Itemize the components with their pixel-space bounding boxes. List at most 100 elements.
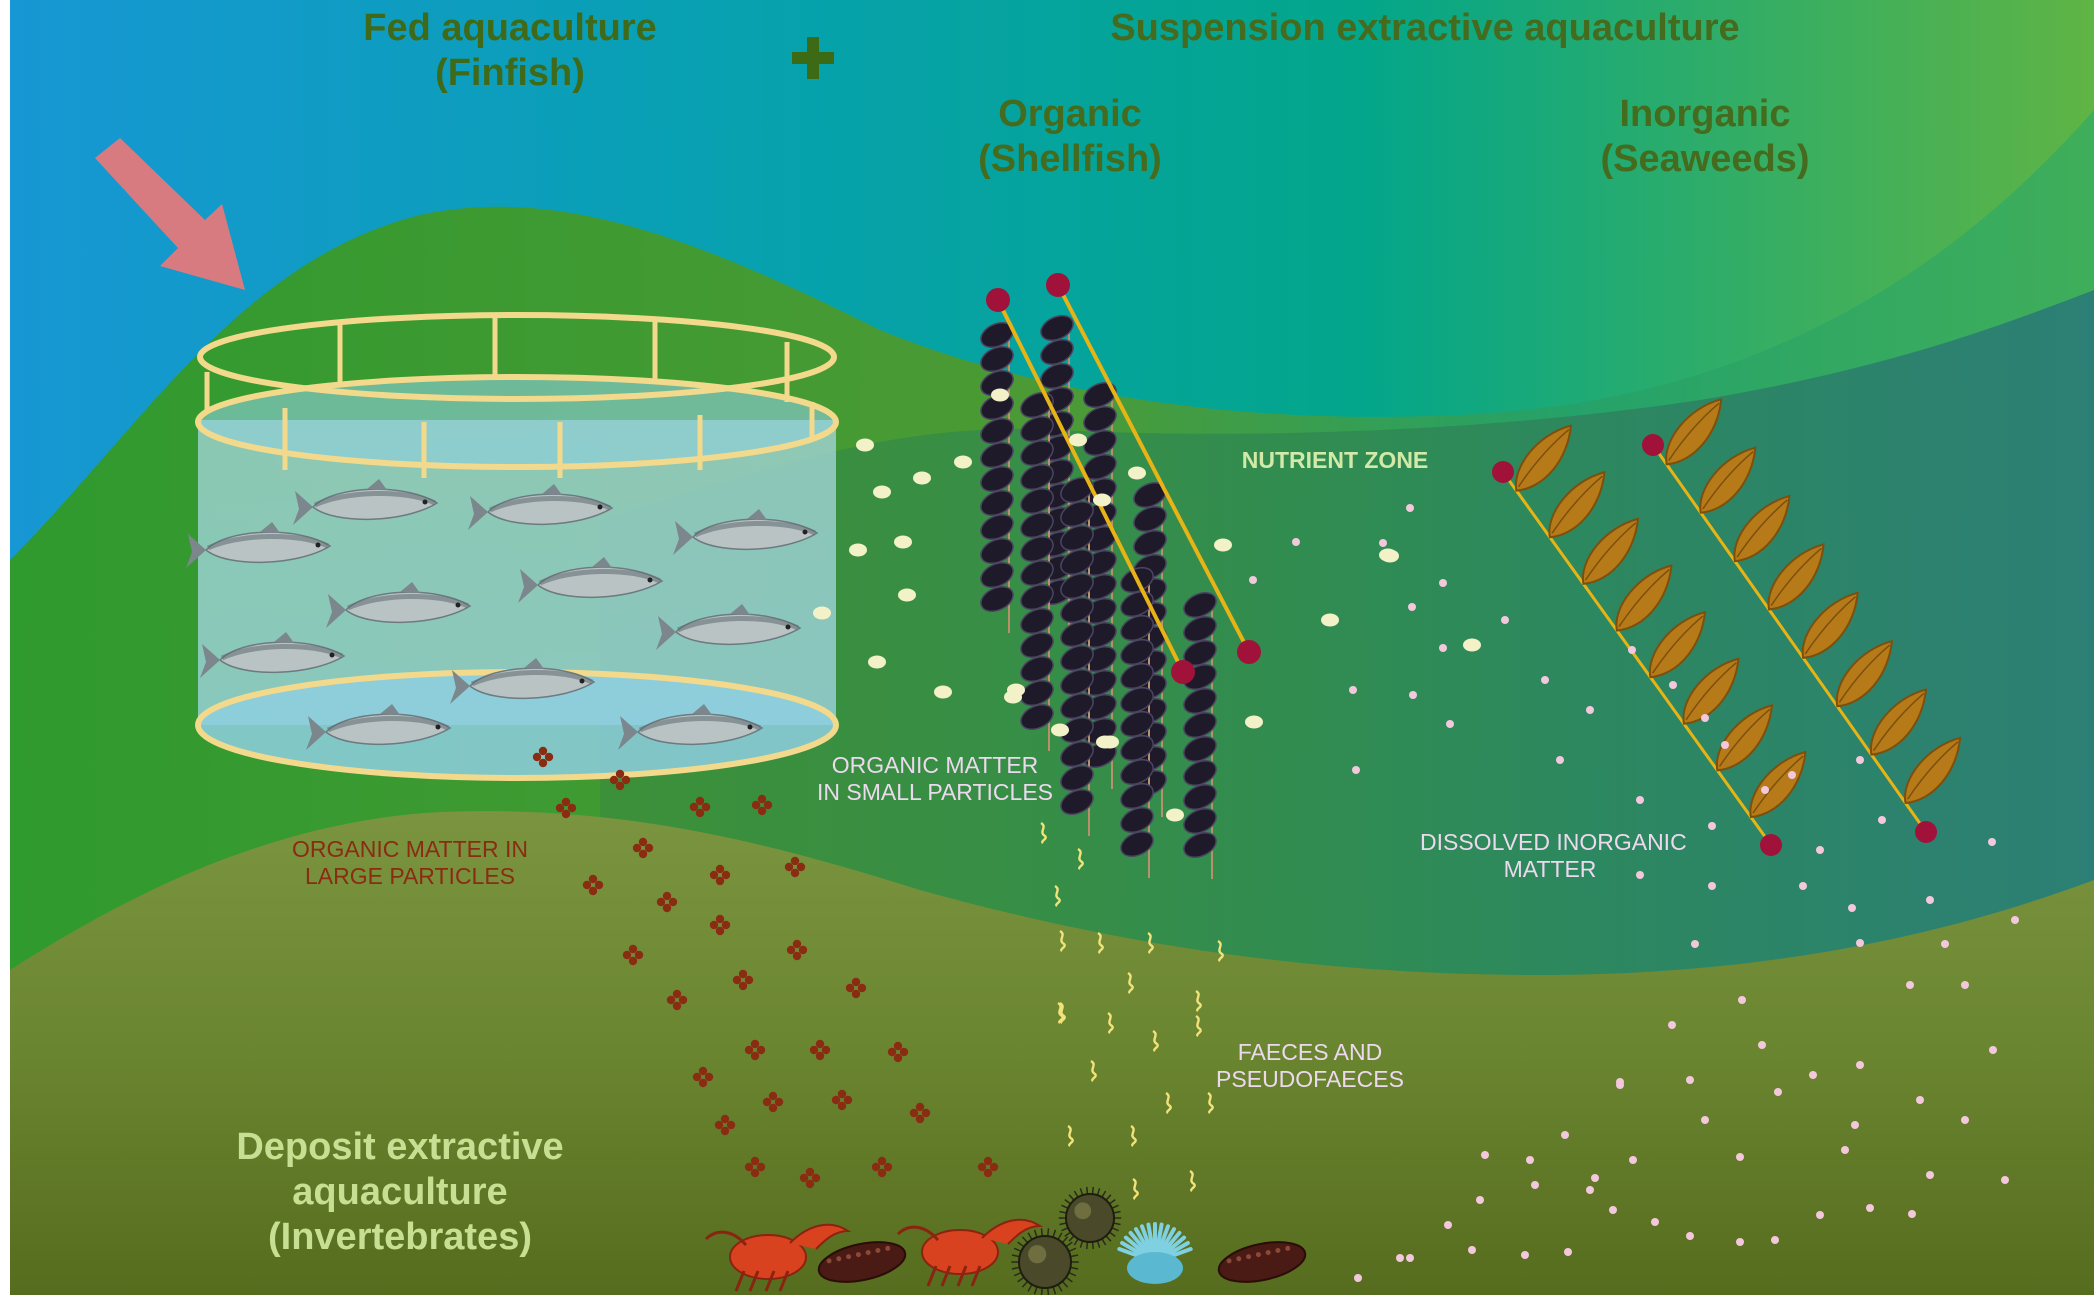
- dissolved-particle: [1408, 603, 1416, 611]
- dissolved-inorganic-label: DISSOLVED INORGANIC MATTER: [1420, 829, 1687, 883]
- mussel: [1060, 740, 1094, 768]
- sea-cucumber: [1217, 1241, 1307, 1283]
- mussel: [1020, 631, 1054, 659]
- mussel: [1020, 511, 1054, 539]
- large-particle: [784, 856, 806, 878]
- dissolved-particle: [1816, 1211, 1824, 1219]
- mussel: [1020, 463, 1054, 491]
- salmon: [656, 604, 802, 650]
- mussel: [1183, 615, 1217, 643]
- dissolved-particle: [1941, 940, 1949, 948]
- small-particle: [1245, 715, 1263, 729]
- dissolved-particle: [1761, 786, 1769, 794]
- salmon: [450, 658, 596, 704]
- large-particle: [622, 944, 644, 966]
- dissolved-particle: [1349, 686, 1357, 694]
- large-particle: [786, 939, 808, 961]
- small-particle: [1214, 538, 1232, 552]
- dissolved-particle: [1586, 706, 1594, 714]
- kelp-blade: [1615, 564, 1673, 632]
- salmon: [618, 704, 764, 750]
- faeces-particle: [1217, 939, 1224, 962]
- salmon: [293, 479, 439, 525]
- large-particle: [692, 1066, 714, 1088]
- dissolved-particle: [1616, 1081, 1624, 1089]
- buoy: [1760, 834, 1782, 856]
- sea-cucumber: [817, 1241, 907, 1283]
- faeces-particle: [1195, 989, 1202, 1012]
- faeces-particle: [1165, 1091, 1172, 1114]
- large-particle: [751, 794, 773, 816]
- mussel: [1020, 679, 1054, 707]
- large-particle: [689, 796, 711, 818]
- salmon: [518, 557, 664, 603]
- mussel: [980, 465, 1014, 493]
- mussel: [1133, 505, 1167, 533]
- faeces-particle: [1040, 821, 1047, 844]
- dissolved-particle: [1669, 681, 1677, 689]
- small-particle: [849, 543, 867, 557]
- dissolved-particle: [1481, 1151, 1489, 1159]
- dissolved-particle: [1564, 1248, 1572, 1256]
- dissolved-particle: [1906, 981, 1914, 989]
- dissolved-particle: [1988, 838, 1996, 846]
- dissolved-particle: [1908, 1210, 1916, 1218]
- inorganic-subtitle: (Seaweeds): [1600, 137, 1810, 180]
- dissolved-particle: [1708, 822, 1716, 830]
- mussel: [1060, 644, 1094, 672]
- mussel: [980, 561, 1014, 589]
- kelp-blade: [1715, 704, 1774, 772]
- faeces-particle: [1189, 1169, 1196, 1192]
- dissolved-particle: [1701, 714, 1709, 722]
- large-particle: [744, 1156, 766, 1178]
- kelp-blade: [1749, 750, 1807, 819]
- faeces-particle: [1132, 1177, 1139, 1200]
- dissolved-particle: [1651, 1218, 1659, 1226]
- small-particle: [868, 655, 886, 669]
- mussel: [1020, 559, 1054, 587]
- nutrient-zone-label: NUTRIENT ZONE: [1241, 447, 1429, 473]
- inorganic-seaweeds-heading: Inorganic (Seaweeds): [1570, 92, 1840, 182]
- mussel: [1183, 687, 1217, 715]
- mussel: [1020, 487, 1054, 515]
- kelp-blade: [1869, 688, 1928, 756]
- large-particle: [809, 1039, 831, 1061]
- mussel: [1060, 548, 1094, 576]
- large-particle: [582, 874, 604, 896]
- dissolved-line2: MATTER: [1503, 856, 1597, 883]
- dissolved-particle: [1841, 1146, 1849, 1154]
- small-particle: [1069, 433, 1087, 447]
- small-particle: [954, 455, 972, 469]
- mussel: [1060, 500, 1094, 528]
- dissolved-particle: [1926, 896, 1934, 904]
- mussel: [1120, 638, 1154, 666]
- dissolved-particle: [1396, 1254, 1404, 1262]
- kelp-blade: [1548, 470, 1606, 539]
- faeces-particle: [1067, 1124, 1074, 1147]
- kelp-blade: [1801, 591, 1859, 659]
- mussel-rope: [1020, 391, 1054, 751]
- faeces-particle: [1097, 931, 1104, 954]
- kelp-blade: [1682, 657, 1740, 725]
- mussel: [1183, 591, 1217, 619]
- mussel: [1060, 524, 1094, 552]
- mussel: [1020, 415, 1054, 443]
- buoy: [1046, 273, 1070, 297]
- dissolved-particle: [1541, 676, 1549, 684]
- large-particle: [709, 914, 731, 936]
- dissolved-particle: [1636, 796, 1644, 804]
- mussel-longline: [986, 288, 1195, 684]
- dissolved-particle: [1668, 1021, 1676, 1029]
- dissolved-particle: [1501, 616, 1509, 624]
- mussel: [1120, 758, 1154, 786]
- faeces-particle: [1054, 884, 1061, 907]
- buoy: [1171, 660, 1195, 684]
- mussel: [1060, 692, 1094, 720]
- mussel-rope: [1183, 591, 1217, 879]
- organic-large-line2: LARGE PARTICLES: [304, 863, 516, 890]
- dissolved-particle: [1809, 1071, 1817, 1079]
- dissolved-particle: [1916, 1096, 1924, 1104]
- organic-shellfish-heading: Organic (Shellfish): [940, 92, 1200, 182]
- small-particle: [1321, 613, 1339, 627]
- small-particle: [1093, 493, 1111, 507]
